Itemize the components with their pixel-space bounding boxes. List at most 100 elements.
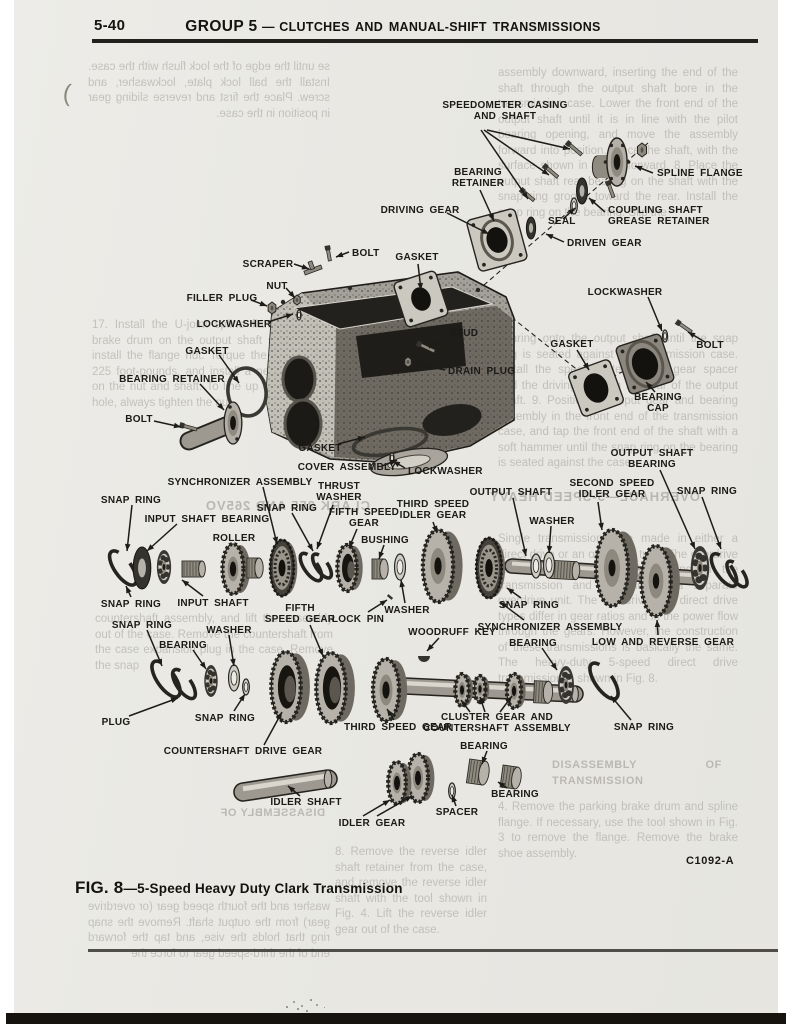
part-label: SPACER: [435, 807, 479, 818]
bolt-part: [415, 340, 436, 354]
part-label: BEARING: [460, 741, 508, 752]
scan-speckle: [286, 1006, 288, 1008]
leader-arrows: [124, 129, 722, 817]
gear-part: [405, 751, 435, 805]
spline-part: [181, 560, 206, 578]
part-label: LOCKWASHER: [196, 319, 272, 330]
gear-part: [504, 671, 526, 711]
flange-part: [591, 137, 631, 187]
cring-part: [170, 667, 198, 701]
page-bottom-rule: [88, 949, 778, 952]
bearing-part: [204, 665, 218, 697]
ovalring-part: [226, 366, 268, 418]
figure-code: C1092-A: [686, 855, 735, 867]
part-label: WASHER: [384, 605, 430, 616]
scan-speckle: [316, 1004, 318, 1006]
part-label: BOLT: [125, 414, 153, 425]
bolt-part: [324, 245, 332, 262]
washer-part: [542, 551, 556, 579]
cring-part: [588, 661, 620, 701]
drum-part: [474, 536, 506, 600]
scan-speckle: [293, 1001, 295, 1003]
gear-part: [472, 673, 490, 705]
scan-speckle: [297, 1008, 299, 1010]
bolt-part: [604, 179, 616, 199]
part-label: SNAP RING: [498, 600, 560, 611]
nut-part: [636, 142, 648, 158]
part-label: LOCKWASHER: [408, 466, 483, 477]
gear-part: [593, 527, 638, 609]
page-number: 5-40: [94, 17, 126, 34]
page-header: GROUP 5 — CLUTCHES AND MANUAL-SHIFT TRAN…: [0, 18, 786, 36]
part-label: SCRAPER: [242, 259, 294, 270]
washer-part: [296, 309, 302, 321]
shaft-part: [233, 769, 338, 802]
part-label: WASHER: [529, 516, 575, 527]
paper-background: [14, 0, 778, 1013]
part-label: BUSHING: [361, 535, 409, 546]
gearCone-part: [314, 650, 355, 726]
bearing-part: [558, 666, 574, 704]
bolt-part: [564, 139, 584, 157]
part-label: SNAP RING: [676, 486, 738, 497]
washer-part: [530, 553, 542, 579]
figure-number: FIG. 8: [75, 878, 124, 897]
spline-part: [246, 557, 264, 579]
bolt-part: [178, 422, 198, 432]
gearCone-part: [335, 542, 363, 594]
cring-part: [725, 559, 749, 589]
showthrough-text: DISASSEMBLY OF TRANSMISSION: [552, 759, 722, 787]
figure-caption: FIG. 8—5-Speed Heavy Duty Clark Transmis…: [75, 878, 403, 898]
scan-speckle: [306, 1010, 308, 1012]
part-label: SEAL: [548, 216, 576, 227]
part-label: SPLINE FLANGE: [657, 168, 743, 179]
gear-part: [386, 759, 412, 807]
part-label: PLUG: [101, 717, 131, 728]
part-label: GASKET: [185, 346, 229, 357]
group-label: GROUP 5: [185, 18, 258, 35]
part-label: BOLT: [696, 340, 724, 351]
part-label: IDLER GEAR: [338, 818, 406, 829]
washer-part: [227, 664, 241, 692]
scan-speckle: [310, 999, 312, 1001]
gear-part: [220, 541, 251, 597]
part-label: SNAP RING: [194, 713, 256, 724]
cring-part: [150, 659, 182, 699]
scraper-part: [303, 260, 323, 276]
showthrough-text: assembly downward, inserting the end of …: [498, 67, 738, 219]
washer-part: [448, 782, 456, 800]
part-label: BEARING: [491, 789, 539, 800]
part-label: COUNTERSHAFT DRIVE GEAR: [163, 746, 323, 757]
nut-part: [293, 294, 301, 306]
spline-part: [371, 558, 389, 580]
part-label: SYNCHRONIZER ASSEMBLY: [477, 622, 623, 633]
part-label: BEARING: [509, 638, 557, 649]
part-label: BOLT: [352, 248, 380, 259]
part-label: DRIVEN GEAR: [567, 238, 642, 249]
part-label: SNAP RING: [613, 722, 675, 733]
part-label: THIRD SPEED GEAR: [344, 722, 452, 733]
spline-part: [499, 764, 522, 790]
part-label: INPUT SHAFT BEARING: [144, 514, 270, 525]
scan-edge-bar: [6, 1013, 786, 1024]
header-rule: [92, 39, 758, 43]
gearCone-part: [269, 649, 310, 725]
caption-title: 5-Speed Heavy Duty Clark Transmission: [137, 881, 403, 896]
part-label: BEARING: [159, 640, 207, 651]
washer-part: [393, 553, 407, 581]
part-label: SYNCHRONIZER ASSEMBLY: [167, 477, 313, 488]
bolt-part: [541, 162, 560, 179]
part-label: OUTPUT SHAFT: [469, 487, 553, 498]
washer-part: [242, 678, 250, 696]
nut-part: [267, 301, 277, 315]
cring-part: [709, 551, 739, 589]
key-part: [418, 656, 430, 662]
